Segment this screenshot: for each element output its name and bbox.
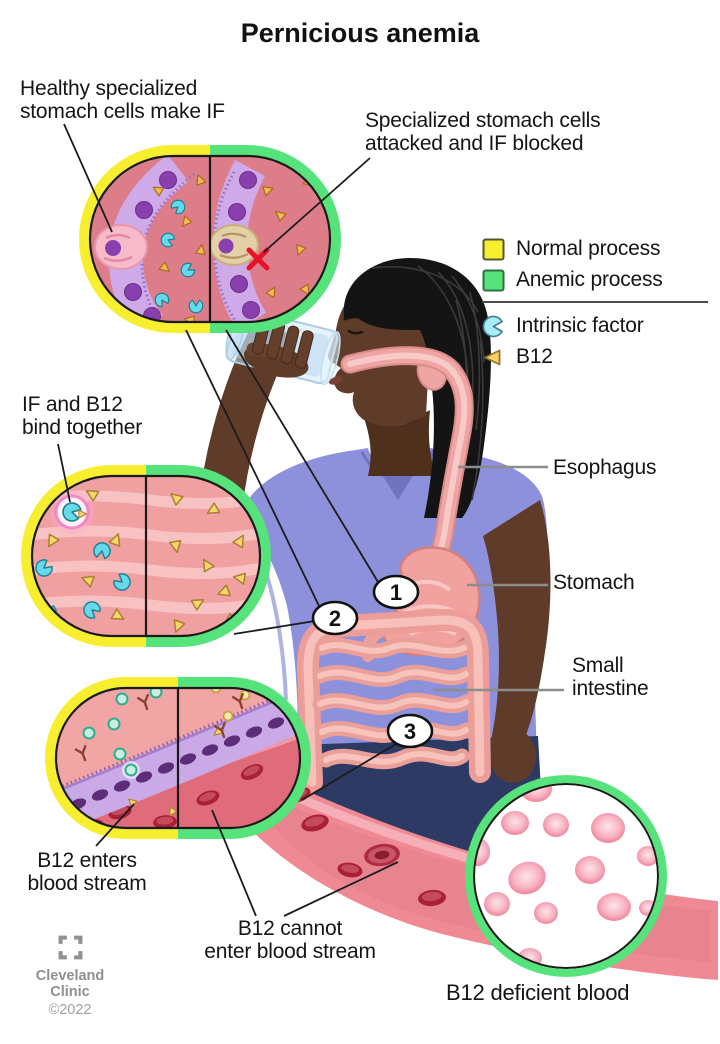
b12-triangle-icon [484, 349, 501, 365]
label-small-intestine: Small intestine [572, 654, 649, 700]
parietal-cell-attacked [210, 224, 259, 266]
b12-cannot-leader-right [283, 861, 399, 917]
step-1-badge: 1 [372, 574, 420, 610]
gray-anatomy-lines [434, 465, 564, 692]
org-name: Cleveland Clinic [35, 967, 105, 1001]
inset-border-normal [21, 465, 146, 647]
intrinsic-factor-icon [482, 315, 503, 337]
green-square-icon [482, 269, 505, 291]
black-callout-lines [57, 123, 399, 917]
blocked-x-mark [246, 247, 270, 271]
inset-b12-absorption [45, 677, 311, 839]
legend-divider [482, 301, 708, 303]
inset-border-anemic [146, 465, 271, 647]
legend-label-anemic: Anemic process [516, 268, 663, 291]
legend-row-anemic-process: Anemic process [482, 268, 714, 292]
neck [364, 410, 436, 476]
if-b12-leader [57, 443, 71, 503]
large-intestine-organ [297, 609, 491, 793]
esophagus-organ [340, 346, 474, 574]
step-badges: 1 2 3 [311, 574, 434, 749]
inset-border-anemic [178, 677, 311, 839]
person-figure [196, 258, 551, 884]
svg-text:3: 3 [404, 719, 416, 744]
label-esophagus: Esophagus [553, 456, 657, 479]
b12-enters-leader [95, 803, 135, 847]
label-stomach: Stomach [553, 571, 635, 594]
attacked-cells-leader [263, 157, 371, 253]
legend-row-b12: B12 [482, 345, 714, 369]
capsule2-step2-leader [233, 620, 316, 635]
legend-row-normal-process: Normal process [482, 237, 714, 261]
leader-lines [57, 123, 564, 917]
inset-b12-deficient-blood [465, 775, 667, 977]
callout-if-b12-bind: IF and B12 bind together [22, 393, 142, 439]
legend-label-b12: B12 [516, 345, 553, 368]
page-title: Pernicious anemia [240, 18, 480, 48]
callout-b12-enters: B12 enters blood stream [27, 849, 147, 895]
step-2-badge: 2 [311, 600, 359, 636]
yellow-square-icon [482, 238, 505, 260]
svg-text:1: 1 [390, 580, 402, 605]
callout-b12-cannot: B12 cannot enter blood stream [204, 917, 376, 963]
branding: Cleveland Clinic ©2022 [24, 934, 116, 1019]
if-b12-complex-highlight [50, 490, 94, 534]
legend-row-intrinsic-factor: Intrinsic factor [482, 314, 714, 338]
right-hand [490, 729, 536, 783]
step1-leader [225, 329, 379, 583]
inset-border-anemic [210, 145, 341, 333]
callout-b12-deficient: B12 deficient blood [446, 980, 630, 1005]
legend-label-intrinsic-factor: Intrinsic factor [516, 314, 644, 337]
inset-stomach-cells [79, 145, 341, 333]
cleveland-clinic-logo-icon [58, 935, 82, 960]
step2-leader [185, 329, 321, 609]
copyright: ©2022 [48, 1002, 92, 1019]
callout-healthy-cells: Healthy specialized stomach cells make I… [20, 77, 225, 123]
parietal-cell-healthy [94, 224, 148, 270]
callout-attacked-cells: Specialized stomach cells attacked and I… [365, 109, 601, 155]
inset-border-normal [79, 145, 210, 333]
healthy-cells-leader [63, 123, 113, 233]
svg-text:2: 2 [329, 606, 341, 631]
step3-leader [301, 743, 397, 801]
b12-cannot-leader-left [211, 809, 257, 917]
legend: Normal process Anemic process Intrinsic … [482, 237, 714, 376]
legend-label-normal: Normal process [516, 237, 661, 260]
inset-border-normal [45, 677, 178, 839]
right-arm [483, 500, 551, 750]
step-3-badge: 3 [386, 713, 434, 749]
inset-if-b12-bind [21, 465, 271, 647]
